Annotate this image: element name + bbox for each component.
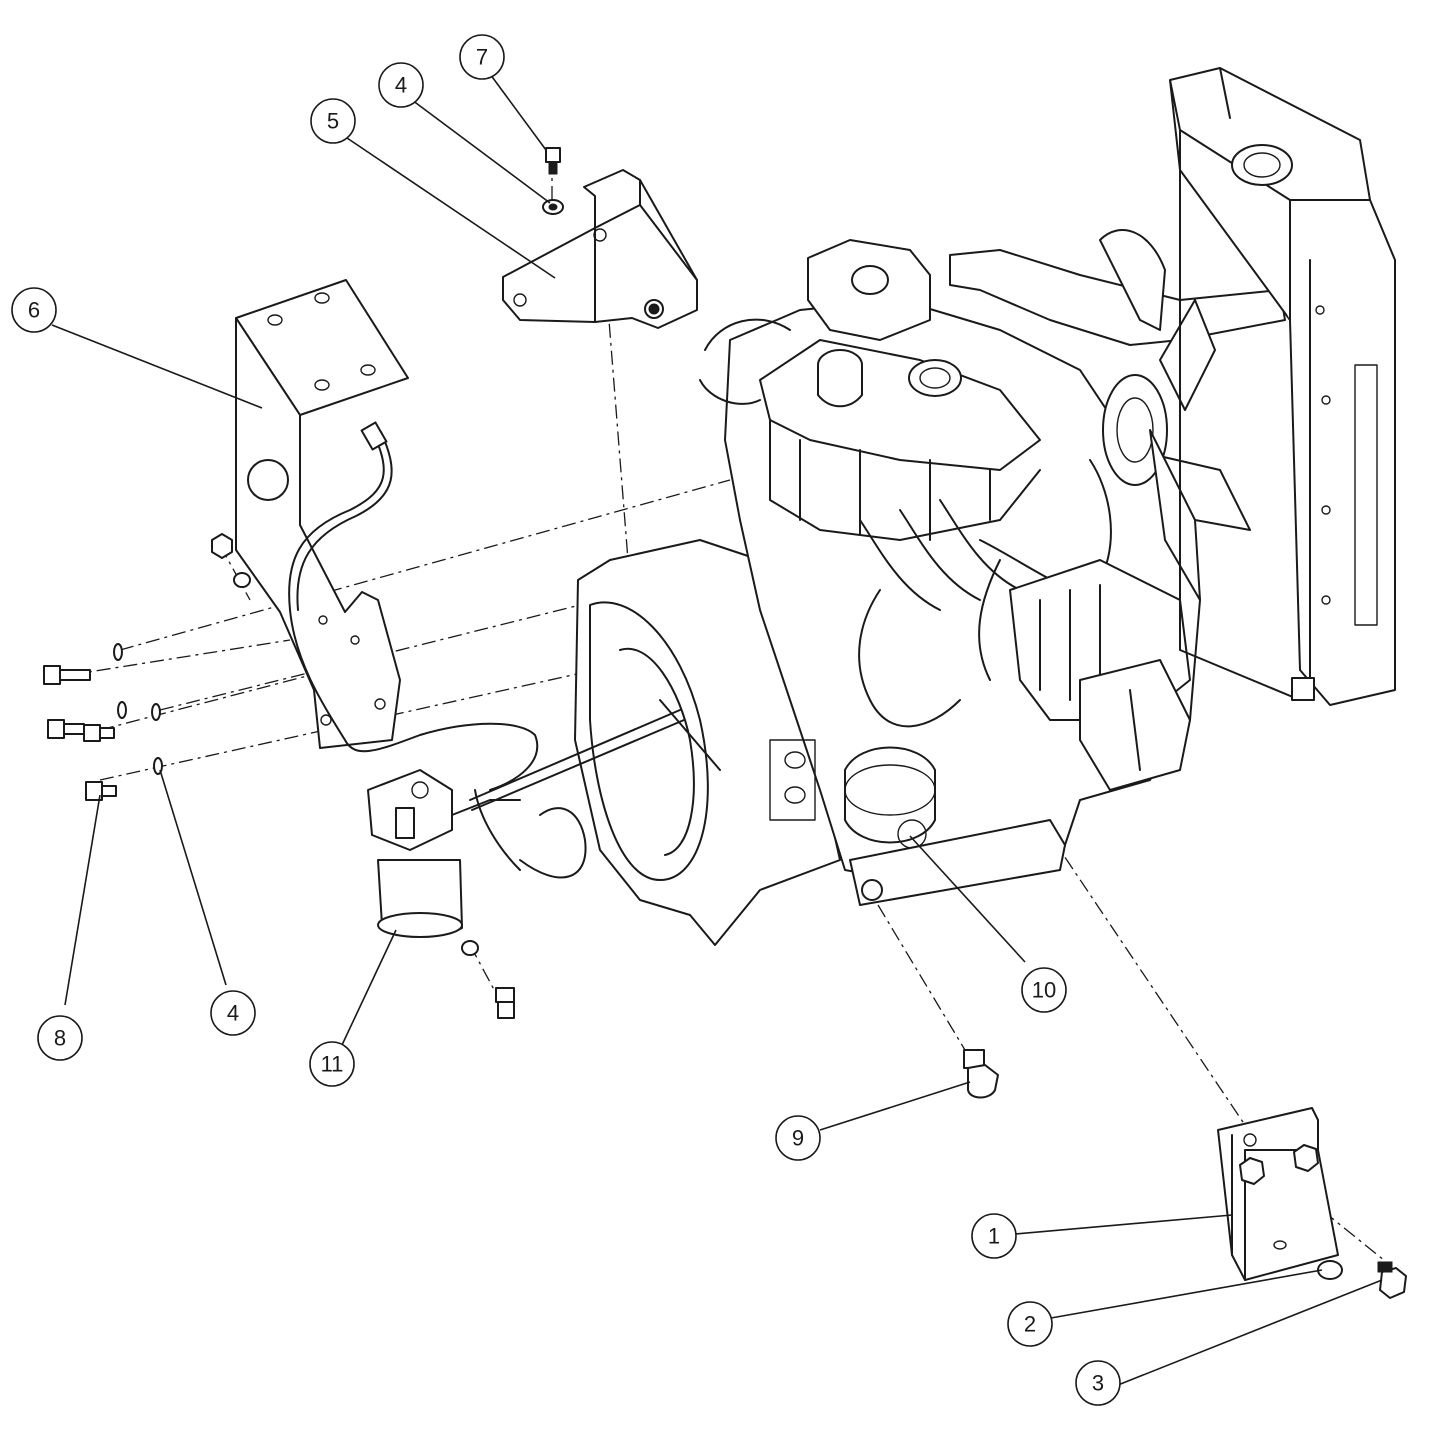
balloon-6: 6 — [11, 287, 57, 333]
balloon-4-bottom: 4 — [210, 990, 256, 1036]
cooling-fan — [1099, 229, 1251, 601]
drain-elbow — [963, 1049, 999, 1099]
bolt-3 — [1377, 1261, 1407, 1299]
balloon-7: 7 — [459, 34, 505, 80]
left-bracket — [235, 279, 409, 749]
balloon-7-label: 7 — [476, 45, 488, 70]
balloon-5: 5 — [310, 98, 356, 144]
balloon-11-label: 11 — [321, 1052, 344, 1077]
balloon-10: 10 — [1021, 967, 1067, 1013]
fuel-filter — [367, 769, 587, 938]
bolt-7 — [545, 147, 561, 175]
top-bracket — [502, 169, 698, 329]
washer-4-top — [542, 199, 564, 215]
balloon-4-bottom-label: 4 — [227, 1001, 239, 1026]
balloon-9: 9 — [775, 1115, 821, 1161]
balloon-5-label: 5 — [327, 109, 339, 134]
fuel-line — [288, 421, 539, 791]
balloon-2: 2 — [1007, 1301, 1053, 1347]
balloon-11: 11 — [309, 1041, 355, 1087]
balloon-1-label: 1 — [988, 1224, 1000, 1249]
balloon-8-label: 8 — [54, 1026, 66, 1051]
mount-bracket — [1217, 1107, 1339, 1281]
balloon-8: 8 — [37, 1015, 83, 1061]
balloon-9-label: 9 — [792, 1126, 804, 1151]
bolt-8-group — [43, 643, 163, 801]
radiator — [1169, 67, 1396, 706]
balloon-3-label: 3 — [1092, 1371, 1104, 1396]
balloon-1: 1 — [971, 1213, 1017, 1259]
balloon-2-label: 2 — [1024, 1312, 1036, 1337]
balloon-4-top: 4 — [378, 62, 424, 108]
filter-washer-bolt — [461, 940, 515, 1019]
balloon-10-label: 10 — [1032, 978, 1056, 1003]
balloon-6-label: 6 — [28, 298, 40, 323]
connector-rod — [469, 709, 685, 811]
balloon-3: 3 — [1075, 1360, 1121, 1406]
balloon-4-top-label: 4 — [395, 73, 407, 98]
hex-nut-left — [211, 533, 233, 559]
washer-left — [233, 572, 251, 588]
leader-lines — [51, 73, 1383, 1386]
